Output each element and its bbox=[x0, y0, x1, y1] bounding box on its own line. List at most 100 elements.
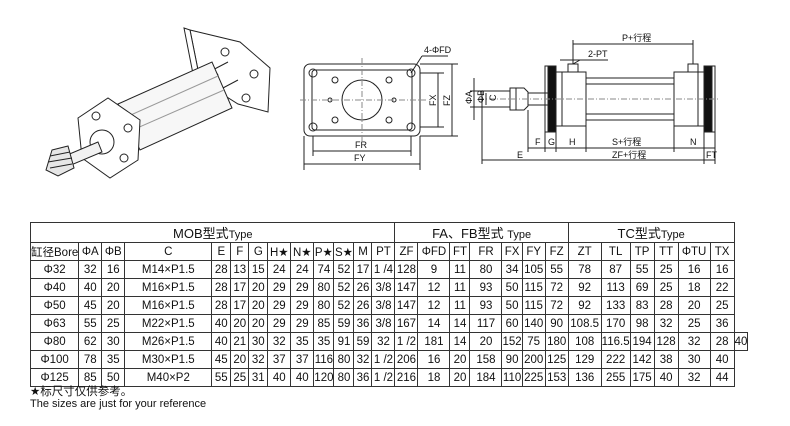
column-header: TP bbox=[629, 242, 655, 261]
column-header: ZT bbox=[567, 242, 602, 261]
table-cell: 72 bbox=[544, 296, 569, 315]
table-cell: 83 bbox=[629, 296, 655, 315]
column-header: FR bbox=[469, 242, 503, 261]
table-cell: 175 bbox=[629, 368, 655, 387]
table-cell: 35 bbox=[101, 350, 126, 369]
technical-drawings: 4-ΦFD FR FY FX FZ bbox=[45, 27, 720, 179]
table-cell: 120 bbox=[313, 368, 335, 387]
table-cell: 55 bbox=[78, 314, 103, 333]
table-cell: 14 bbox=[449, 314, 471, 333]
table-cell: 32 bbox=[267, 332, 292, 351]
flange-front-view bbox=[300, 55, 458, 170]
table-cell: 20 bbox=[101, 296, 126, 315]
table-cell: 152 bbox=[501, 332, 523, 351]
table-cell: 12 bbox=[417, 278, 451, 297]
side-view-dimension-labels: P+行程 2-PT ΦA ΦB C F G H S+行程 N E ZF+行程 F… bbox=[464, 32, 717, 160]
table-cell: 50 bbox=[501, 278, 523, 297]
table-cell: 98 bbox=[629, 314, 655, 333]
table-cell: 133 bbox=[600, 296, 631, 315]
table-cell: M26×P1.5 bbox=[124, 332, 213, 351]
table-cell: 158 bbox=[469, 350, 503, 369]
table-cell: 29 bbox=[267, 278, 292, 297]
table-cell: 20 bbox=[449, 350, 471, 369]
table-cell: 20 bbox=[248, 296, 269, 315]
table-cell: 24 bbox=[290, 260, 315, 279]
bore-cell: Φ50 bbox=[29, 296, 80, 315]
table-cell: 29 bbox=[290, 296, 315, 315]
mob-type-sub: Type bbox=[228, 229, 253, 241]
table-cell: 20 bbox=[230, 350, 250, 369]
table-cell: 90 bbox=[544, 314, 569, 333]
e-label: E bbox=[517, 150, 523, 160]
column-header: S★ bbox=[333, 242, 355, 261]
table-cell: 32 bbox=[653, 314, 679, 333]
table-cell: 18 bbox=[677, 278, 711, 297]
table-cell: 25 bbox=[101, 314, 126, 333]
table-cell: 35 bbox=[313, 332, 335, 351]
table-cell: 108.5 bbox=[567, 314, 602, 333]
table-cell: 40 bbox=[267, 368, 292, 387]
table-cell: 80 bbox=[333, 350, 355, 369]
fa-fb-type-group: FA、FB型式 Type bbox=[394, 222, 569, 243]
tc-type-title: TC型式 bbox=[617, 226, 661, 241]
table-cell: 25 bbox=[230, 368, 250, 387]
table-cell: 37 bbox=[290, 350, 315, 369]
table-cell: 11 bbox=[449, 278, 471, 297]
table-cell: 26 bbox=[353, 296, 373, 315]
table-cell: 18 bbox=[417, 368, 451, 387]
table-cell: 11 bbox=[449, 260, 471, 279]
column-header: ΦTU bbox=[677, 242, 711, 261]
column-header: ΦB bbox=[101, 242, 126, 261]
column-header: G bbox=[248, 242, 269, 261]
table-cell: 36 bbox=[353, 368, 373, 387]
table-cell: 115 bbox=[521, 296, 546, 315]
table-cell: 80 bbox=[333, 368, 355, 387]
table-cell: 194 bbox=[629, 332, 655, 351]
table-cell: 147 bbox=[394, 296, 419, 315]
table-cell: 115 bbox=[521, 278, 546, 297]
table-cell: 222 bbox=[600, 350, 631, 369]
table-cell: M16×P1.5 bbox=[124, 278, 213, 297]
column-header: H★ bbox=[267, 242, 292, 261]
table-cell: 50 bbox=[501, 296, 523, 315]
table-cell: 32 bbox=[677, 368, 711, 387]
table-cell: 37 bbox=[267, 350, 292, 369]
table-cell: 20 bbox=[449, 368, 471, 387]
table-cell: 3/8 bbox=[371, 296, 396, 315]
table-cell: M16×P1.5 bbox=[124, 296, 213, 315]
table-cell: 22 bbox=[709, 278, 735, 297]
table-cell: 40 bbox=[709, 350, 735, 369]
table-cell: 29 bbox=[267, 314, 292, 333]
column-header: FY bbox=[521, 242, 546, 261]
table-cell: 128 bbox=[653, 332, 679, 351]
table-cell: 90 bbox=[501, 350, 523, 369]
table-cell: 20 bbox=[677, 296, 711, 315]
table-cell: 117 bbox=[469, 314, 503, 333]
column-header: ΦA bbox=[78, 242, 103, 261]
table-cell: 206 bbox=[394, 350, 419, 369]
table-cell: 74 bbox=[313, 260, 335, 279]
table-cell: 1 /2 bbox=[371, 368, 396, 387]
table-cell: 80 bbox=[313, 296, 335, 315]
table-cell: 110 bbox=[501, 368, 523, 387]
table-cell: 28 bbox=[653, 296, 679, 315]
table-cell: 153 bbox=[544, 368, 569, 387]
table-cell: 128 bbox=[394, 260, 419, 279]
table-cell: 55 bbox=[211, 368, 232, 387]
table-cell: 32 bbox=[353, 350, 373, 369]
ft-label: FT bbox=[706, 150, 717, 160]
fz-label: FZ bbox=[442, 95, 452, 106]
column-header: 缸径Bore bbox=[29, 242, 80, 261]
zf-stroke-label: ZF+行程 bbox=[612, 149, 646, 160]
bore-cell: Φ40 bbox=[29, 278, 80, 297]
mob-type-group: MOB型式Type bbox=[29, 222, 396, 243]
table-cell: 29 bbox=[267, 296, 292, 315]
bore-cell: Φ32 bbox=[29, 260, 80, 279]
phi-b-label: ΦB bbox=[476, 90, 486, 103]
bore-cell: Φ63 bbox=[29, 314, 80, 333]
table-cell: 116 bbox=[313, 350, 335, 369]
